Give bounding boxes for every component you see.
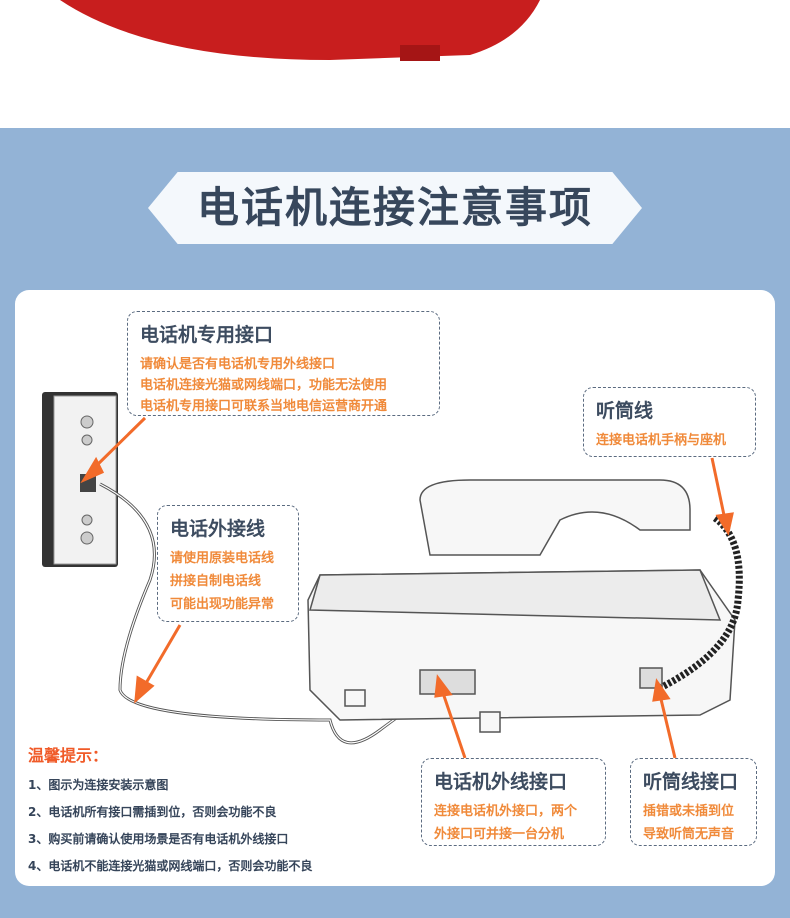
tip-item: 3、购买前请确认使用场景是否有电话机外线接口 bbox=[28, 832, 289, 846]
handset-cord-callout: 听筒线 连接电话机手柄与座机 bbox=[583, 387, 756, 457]
callout-line: 拼接自制电话线 bbox=[170, 574, 262, 589]
tip-item: 2、电话机所有接口需插到位，否则会功能不良 bbox=[28, 805, 277, 819]
callout-line: 可能出现功能异常 bbox=[170, 597, 275, 612]
telephone-image bbox=[307, 479, 736, 733]
handset-port-callout: 听筒线接口 插错或未插到位 导致听筒无声音 bbox=[630, 758, 757, 846]
callout-line: 连接电话机手柄与座机 bbox=[596, 433, 727, 448]
phone-line-port-callout: 电话机外线接口 连接电话机外接口，两个 外接口可并接一台分机 bbox=[421, 758, 606, 846]
dedicated-port-callout: 电话机专用接口 请确认是否有电话机专用外线接口 电话机连接光猫或网线端口，功能无… bbox=[127, 311, 440, 416]
callout-title: 电话机外线接口 bbox=[434, 771, 568, 793]
callout-line: 导致听筒无声音 bbox=[643, 827, 735, 842]
callout-title: 电话外接线 bbox=[170, 518, 266, 540]
wall-socket-image bbox=[42, 392, 118, 567]
tips-title: 温馨提示： bbox=[28, 746, 109, 765]
tip-item: 4、电话机不能连接光猫或网线端口，否则会功能不良 bbox=[28, 859, 313, 873]
callout-line: 外接口可并接一台分机 bbox=[434, 827, 565, 842]
tip-item: 1、图示为连接安装示意图 bbox=[28, 778, 169, 792]
callout-title: 电话机专用接口 bbox=[140, 324, 274, 346]
callout-line: 电话机专用接口可联系当地电信运营商开通 bbox=[140, 399, 388, 414]
callout-title: 听筒线 bbox=[596, 400, 654, 422]
tips-section: 温馨提示： 1、图示为连接安装示意图 2、电话机所有接口需插到位，否则会功能不良… bbox=[28, 742, 312, 884]
callout-line: 连接电话机外接口，两个 bbox=[434, 804, 578, 819]
callout-line: 电话机连接光猫或网线端口，功能无法使用 bbox=[140, 378, 388, 393]
red-phone-base-image bbox=[60, 0, 540, 61]
product-photo-area bbox=[0, 0, 790, 128]
callout-line: 请确认是否有电话机专用外线接口 bbox=[140, 357, 336, 372]
callout-title: 听筒线接口 bbox=[643, 771, 739, 793]
handset-coil-cord bbox=[658, 515, 743, 692]
page-title: 电话机连接注意事项 bbox=[196, 183, 593, 232]
title-banner bbox=[148, 172, 642, 244]
callout-line: 请使用原装电话线 bbox=[170, 551, 275, 566]
arrow-icon bbox=[80, 416, 734, 759]
callout-line: 插错或未插到位 bbox=[643, 804, 735, 819]
external-line-callout: 电话外接线 请使用原装电话线 拼接自制电话线 可能出现功能异常 bbox=[157, 505, 299, 622]
